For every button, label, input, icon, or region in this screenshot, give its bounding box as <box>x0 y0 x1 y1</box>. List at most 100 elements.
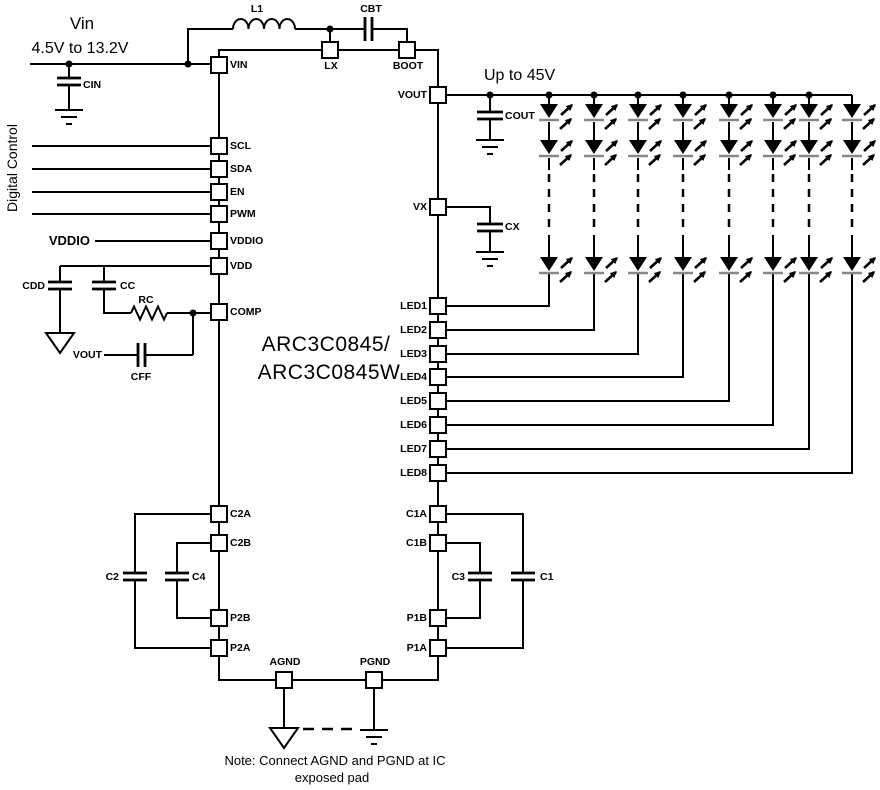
led-emission-arrow-icon <box>739 154 753 166</box>
led-emission-arrow-icon <box>648 118 662 130</box>
cff-feedback-wire <box>104 313 194 356</box>
c4-plates-icon <box>165 571 189 582</box>
led-diode-icon <box>843 140 861 154</box>
pin-p1b-label: P1B <box>406 612 427 624</box>
pin-pgnd-label: PGND <box>359 656 391 668</box>
pin-led4-box <box>429 368 447 386</box>
led-emission-arrow-icon <box>559 154 573 166</box>
pin-p1b-box <box>429 609 447 627</box>
led-emission-arrow-icon <box>862 154 876 166</box>
led-emission-arrow-icon <box>605 140 619 152</box>
pin-c2a-label: C2A <box>230 508 252 520</box>
led-emission-arrow-icon <box>560 140 574 152</box>
cbt-label: CBT <box>360 3 382 15</box>
led-emission-arrow-icon <box>605 257 619 269</box>
cdd-ground-triangle-icon <box>44 332 76 355</box>
cc-plates-icon <box>92 280 116 291</box>
pin-led7-box <box>429 440 447 458</box>
led-diode-icon <box>540 140 558 154</box>
pin-p2a-label: P2A <box>230 642 251 654</box>
led-emission-arrow-icon <box>604 271 618 283</box>
pin-led1-label: LED1 <box>400 300 427 312</box>
pin-comp-label: COMP <box>230 306 262 318</box>
led-string-5 <box>446 95 754 402</box>
vx-cx-wire <box>446 206 504 267</box>
led2-route-wire <box>446 273 595 331</box>
led-diode-icon <box>674 140 692 154</box>
vin-title-label: Vin <box>69 14 95 33</box>
led-diode-icon <box>629 257 647 271</box>
pin-c1b-label: C1B <box>405 537 427 549</box>
pin-agnd-label: AGND <box>269 656 301 668</box>
led-string-4 <box>446 95 708 378</box>
led-emission-arrow-icon <box>784 140 798 152</box>
pin-c2b-label: C2B <box>230 537 252 549</box>
led-emission-arrow-icon <box>648 154 662 166</box>
led-diode-icon <box>800 104 818 118</box>
capacitor-plates <box>48 17 535 582</box>
led-string-8 <box>446 95 877 474</box>
pin-led2-label: LED2 <box>400 324 427 336</box>
led-emission-arrow-icon <box>694 257 708 269</box>
cdd-plates-icon <box>48 280 72 291</box>
pin-agnd-box <box>275 671 293 689</box>
led-diode-icon <box>629 104 647 118</box>
c1-plates-icon <box>511 571 535 582</box>
pin-p1a-label: P1A <box>406 642 427 654</box>
c2-plates-icon <box>123 571 147 582</box>
c2-label: C2 <box>105 571 119 583</box>
led1-route-wire <box>446 273 550 307</box>
led-emission-arrow-icon <box>740 257 754 269</box>
led-emission-arrow-icon <box>739 271 753 283</box>
led-emission-arrow-icon <box>863 104 877 116</box>
led-diode-icon <box>720 104 738 118</box>
led-emission-arrow-icon <box>604 118 618 130</box>
pin-en-label: EN <box>230 186 245 198</box>
pin-led3-label: LED3 <box>400 348 427 360</box>
led-emission-arrow-icon <box>740 140 754 152</box>
led-diode-icon <box>800 140 818 154</box>
led-emission-arrow-icon <box>863 140 877 152</box>
pin-led6-box <box>429 416 447 434</box>
pin-vdd-box <box>210 257 228 275</box>
pin-sda-box <box>210 160 228 178</box>
led-array <box>446 95 877 474</box>
led7-route-wire <box>446 273 810 450</box>
c3-label: C3 <box>451 571 465 583</box>
pin-boot-label: BOOT <box>392 60 424 72</box>
pin-p2b-box <box>210 609 228 627</box>
junction-dots <box>65 25 813 317</box>
pin-c1a-box <box>429 505 447 523</box>
cbt-to-boot-wire <box>372 28 408 42</box>
pin-pwm-box <box>210 205 228 223</box>
cdd-label: CDD <box>22 280 45 292</box>
pin-led8-box <box>429 464 447 482</box>
c4-loop-wire <box>176 542 211 619</box>
pin-led8-label: LED8 <box>400 467 427 479</box>
led-diode-icon <box>800 257 818 271</box>
pin-led5-label: LED5 <box>400 395 427 407</box>
pin-vddio-label: VDDIO <box>230 235 264 247</box>
pin-p1a-box <box>429 639 447 657</box>
output-voltage-label: Up to 45V <box>484 67 556 84</box>
note-line1: Note: Connect AGND and PGND at IC <box>224 753 446 768</box>
led-emission-arrow-icon <box>783 118 797 130</box>
pin-led1-box <box>429 297 447 315</box>
led-diode-icon <box>764 257 782 271</box>
led5-route-wire <box>446 273 730 402</box>
led-emission-arrow-icon <box>862 271 876 283</box>
led-diode-icon <box>540 104 558 118</box>
led-emission-arrow-icon <box>740 104 754 116</box>
led-emission-arrow-icon <box>739 118 753 130</box>
pin-c2a-box <box>210 505 228 523</box>
led-emission-arrow-icon <box>820 104 834 116</box>
cin-capacitor-wire <box>55 64 83 125</box>
pin-boot-box <box>398 41 416 59</box>
led-emission-arrow-icon <box>693 154 707 166</box>
pin-p2b-label: P2B <box>230 612 251 624</box>
c2-loop-wire <box>134 513 211 649</box>
led-emission-arrow-icon <box>648 271 662 283</box>
led-diode-icon <box>720 257 738 271</box>
pin-led3-box <box>429 345 447 363</box>
